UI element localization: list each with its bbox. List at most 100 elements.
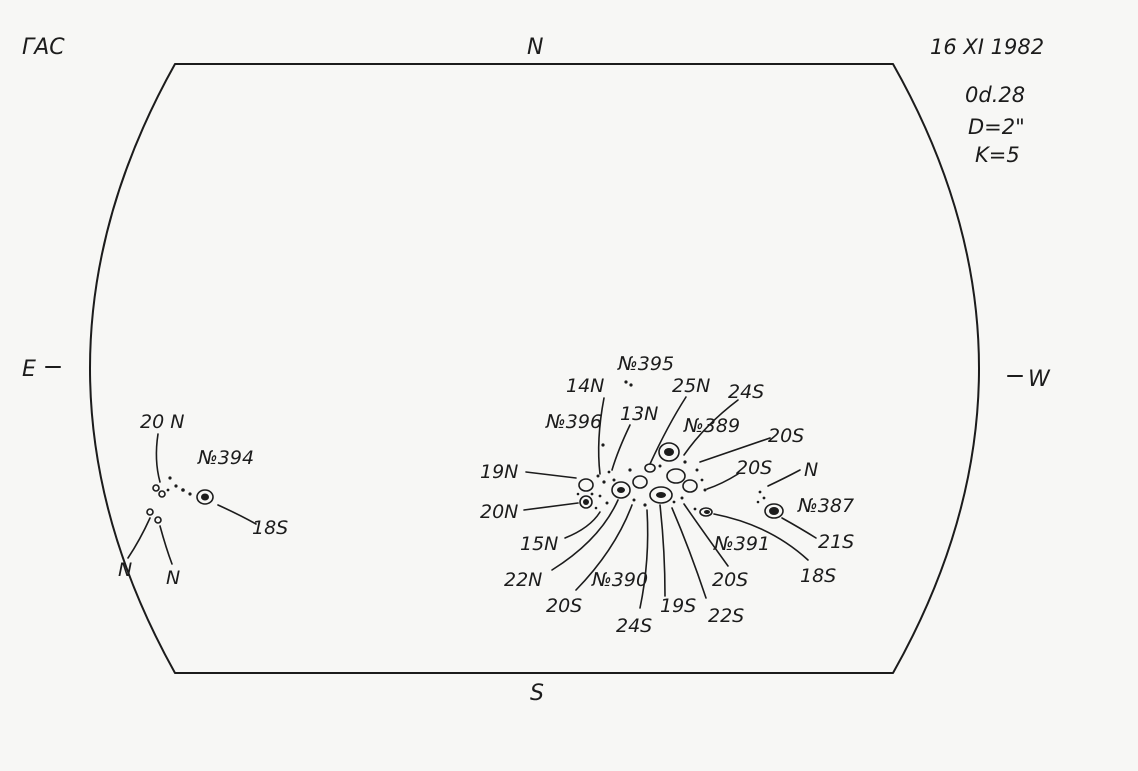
pore — [695, 468, 699, 472]
pore-395 — [629, 383, 633, 387]
west-label: W — [1028, 367, 1051, 392]
sunspot-umbra — [617, 487, 625, 493]
label-lat: 20 N — [140, 411, 184, 433]
central-complex — [523, 380, 771, 609]
south-label: S — [530, 681, 544, 706]
label-region-389: №389 — [683, 415, 740, 437]
label-lat: 19S — [660, 595, 696, 617]
pore — [756, 500, 760, 504]
leader-line — [649, 396, 687, 465]
label-n: N — [804, 459, 818, 481]
observatory-label: ГАС — [22, 35, 65, 60]
leader-line — [575, 504, 633, 591]
leader-line — [159, 525, 173, 565]
sunspot — [682, 479, 698, 493]
sunspot — [666, 468, 686, 484]
label-region-395: №395 — [617, 353, 674, 375]
sunspot-umbra — [769, 507, 779, 515]
pore — [168, 476, 172, 480]
sunspot — [644, 463, 656, 473]
pore — [703, 488, 707, 492]
label-lat: 24S — [616, 615, 652, 637]
sunspot — [578, 478, 594, 492]
north-label: N — [527, 35, 543, 60]
sunspot — [611, 481, 631, 499]
observation-time: 0d.28 — [965, 83, 1025, 107]
sunspot — [649, 486, 673, 504]
leader-line — [767, 469, 801, 487]
label-lat: 24S — [728, 381, 764, 403]
pore — [181, 488, 185, 492]
sunspot — [699, 507, 713, 517]
sunspot-umbra — [704, 510, 710, 514]
pore — [632, 498, 636, 502]
leader-line — [155, 433, 161, 483]
label-lat: 18S — [800, 565, 836, 587]
label-lat: 18S — [252, 517, 288, 539]
pore — [594, 506, 598, 510]
pore — [174, 484, 178, 488]
sunspot — [632, 475, 648, 489]
leader-line — [217, 504, 257, 525]
pore — [612, 478, 616, 482]
label-lat: 22N — [504, 569, 542, 591]
pore — [188, 492, 192, 496]
label-lat: 21S — [818, 531, 854, 553]
leader-line — [683, 399, 739, 456]
sunspot — [146, 508, 154, 516]
solar-disk-outline — [89, 63, 980, 674]
leader-line — [699, 437, 771, 463]
label-lat: 25N — [672, 375, 710, 397]
sunspot-umbra — [201, 493, 209, 501]
label-region-390: №390 — [591, 569, 648, 591]
pore — [693, 507, 697, 511]
sunspot — [764, 503, 784, 519]
sunspot — [658, 442, 680, 462]
leader-line — [713, 513, 809, 561]
pore — [598, 494, 602, 498]
pore-396 — [601, 443, 605, 447]
leader-line — [564, 511, 601, 539]
pore-395 — [624, 380, 628, 384]
leader-line — [639, 509, 649, 609]
leader-line — [525, 471, 577, 479]
sunspot-umbra — [656, 492, 666, 498]
pore — [602, 480, 606, 484]
east-label: E — [22, 357, 36, 382]
label-lat: 22S — [708, 605, 744, 627]
label-lat: 14N — [566, 375, 604, 397]
sunspot — [158, 490, 166, 498]
label-lat: 20S — [712, 569, 748, 591]
leader-line — [523, 502, 579, 511]
label-lat: 19N — [480, 461, 518, 483]
label-lat: 20S — [768, 425, 804, 447]
label-region-391: №391 — [713, 533, 770, 555]
leader-line — [597, 397, 605, 475]
sunspot-umbra — [664, 448, 674, 456]
pore — [607, 470, 611, 474]
sunspot-umbra — [583, 499, 589, 505]
group-387 — [756, 469, 817, 539]
pore — [672, 500, 676, 504]
leader-line — [781, 517, 817, 539]
sunspot — [154, 516, 162, 524]
sunspot — [196, 489, 214, 505]
label-n: N — [166, 567, 180, 589]
leader-line — [671, 507, 707, 599]
label-n: N — [118, 559, 132, 581]
sunspot — [579, 495, 593, 509]
pore — [700, 478, 704, 482]
group-391 — [693, 507, 809, 561]
label-lat: 20S — [546, 595, 582, 617]
label-region-387: №387 — [797, 495, 854, 517]
sunspot — [152, 484, 160, 492]
label-lat: 20N — [480, 501, 518, 523]
pore — [683, 460, 687, 464]
pore — [605, 501, 609, 505]
label-lat: 20S — [736, 457, 772, 479]
observation-date: 16 XI 1982 — [930, 35, 1044, 59]
leader-line — [706, 473, 739, 490]
pore — [596, 474, 600, 478]
label-lat: 15N — [520, 533, 558, 555]
